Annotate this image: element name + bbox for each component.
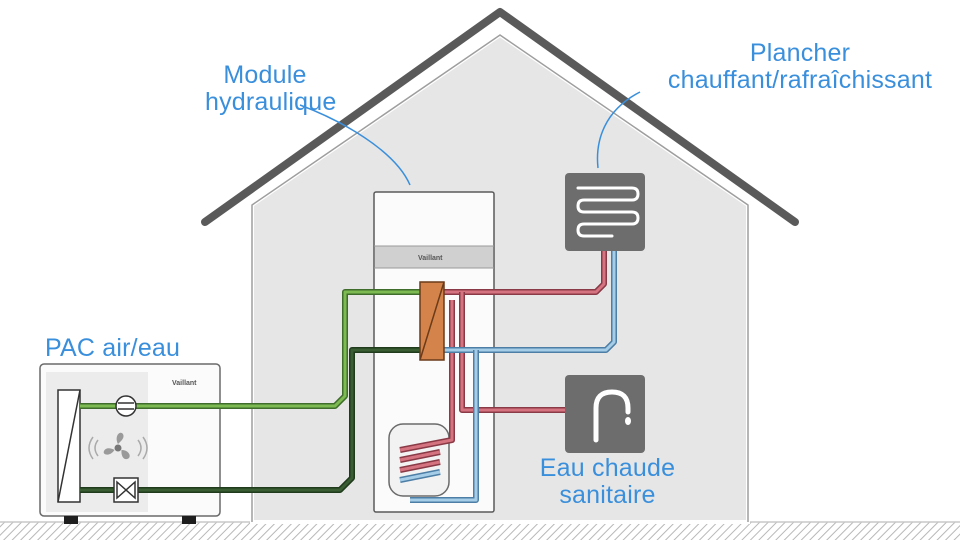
house-outline [251,34,749,522]
green-pipe-bottom-inner [80,348,420,492]
module-label-line2: hydraulique [205,88,337,116]
ground-hatch [0,522,960,540]
floor-heating-coil-icon [565,173,645,251]
roof [201,8,799,226]
module-brand-logo: Vaillant [418,255,443,262]
heat-exchanger-icon [419,281,445,361]
compressor-icon [115,395,137,417]
module-label-line1: Module [223,61,307,89]
plancher-label-line1: Plancher [749,39,851,67]
eau-label-line1: Eau chaude [539,454,676,482]
eau-chaude-label: Eau chaude sanitaire [520,455,695,509]
cold-pipes [399,250,617,503]
hot-water-tank [388,423,450,497]
pac-brand-logo: Vaillant [172,380,197,387]
outdoor-heat-exchanger-diagonal [57,389,81,503]
outdoor-unit-foot-right [182,516,196,524]
module-leader-line [299,104,411,186]
eau-label-line2: sanitaire [559,481,656,509]
pac-label: PAC air/eau [45,334,181,362]
faucet-icon [565,375,645,453]
outdoor-unit-foot-left [64,516,78,524]
expansion-valve-icon [113,477,139,503]
module-display-strip [375,246,493,268]
plancher-label-line2: chauffant/rafraîchissant [667,66,933,94]
hot-pipes [399,250,607,473]
module-hydraulique-label: Module hydraulique [205,61,337,116]
plancher-leader-line [596,91,641,169]
green-pipe-top-inner [80,290,420,408]
fan-icon [88,432,148,460]
plancher-label: Plancher chauffant/rafraîchissant [650,40,950,94]
